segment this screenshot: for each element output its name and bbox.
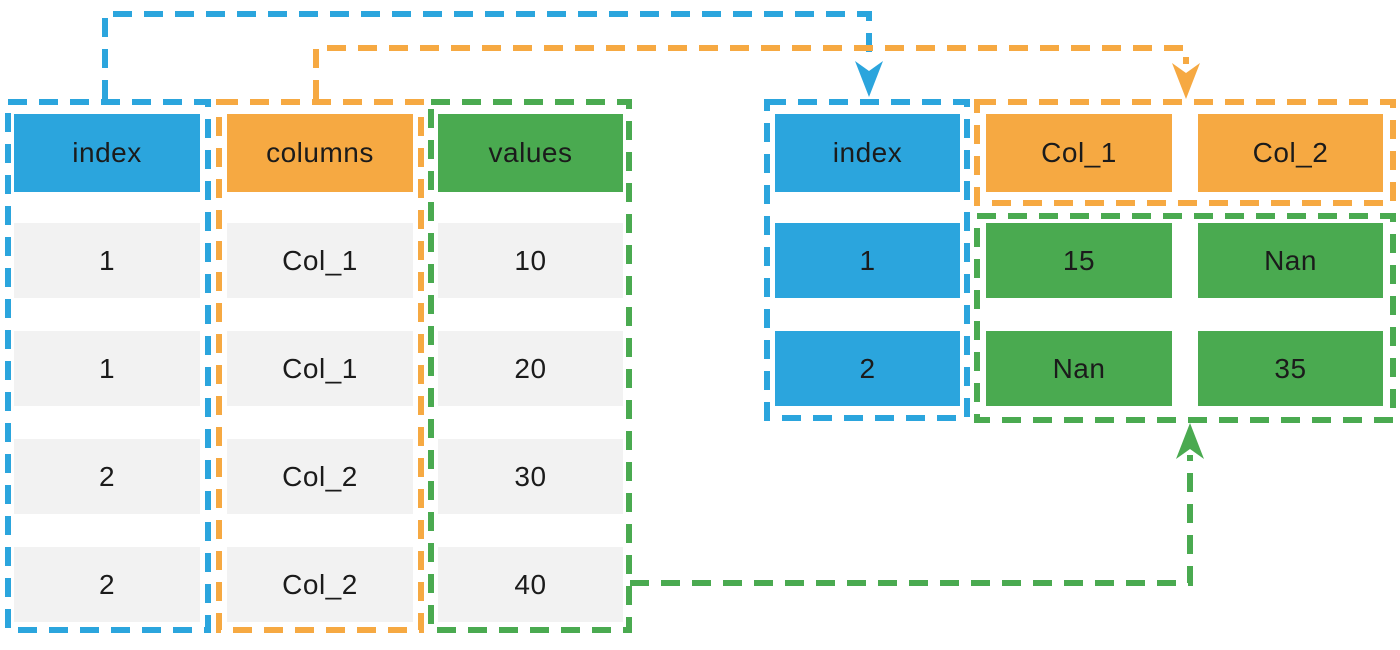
right-header-col1: Col_1 — [986, 114, 1172, 192]
index-connector-line — [102, 11, 872, 99]
left-cell-index-r2: 1 — [14, 331, 200, 406]
right-cell-col2-r2: 35 — [1198, 331, 1383, 406]
right-cell-col2-r1: Nan — [1198, 223, 1383, 298]
left-cell-columns-r4: Col_2 — [227, 547, 413, 622]
right-cell-col1-r2: Nan — [986, 331, 1172, 406]
left-cell-values-r1: 10 — [438, 223, 623, 298]
right-header-col2: Col_2 — [1198, 114, 1383, 192]
left-cell-values-r4: 40 — [438, 547, 623, 622]
left-cell-index-r1: 1 — [14, 223, 200, 298]
left-cell-columns-r1: Col_1 — [227, 223, 413, 298]
columns-connector-line — [313, 45, 1189, 99]
left-header-index: index — [14, 114, 200, 192]
left-cell-values-r3: 30 — [438, 439, 623, 514]
left-header-values: values — [438, 114, 623, 192]
left-cell-columns-r3: Col_2 — [227, 439, 413, 514]
left-cell-columns-r2: Col_1 — [227, 331, 413, 406]
left-cell-values-r2: 20 — [438, 331, 623, 406]
orange-arrow-down-icon — [1172, 63, 1200, 99]
left-header-columns: columns — [227, 114, 413, 192]
left-cell-index-r4: 2 — [14, 547, 200, 622]
right-cell-index-r1: 1 — [775, 223, 960, 298]
right-cell-index-r2: 2 — [775, 331, 960, 406]
values-connector-line — [630, 455, 1193, 586]
blue-arrow-down-icon — [855, 61, 883, 97]
right-header-index: index — [775, 114, 960, 192]
left-cell-index-r3: 2 — [14, 439, 200, 514]
right-cell-col1-r1: 15 — [986, 223, 1172, 298]
green-arrow-up-icon — [1176, 423, 1204, 459]
